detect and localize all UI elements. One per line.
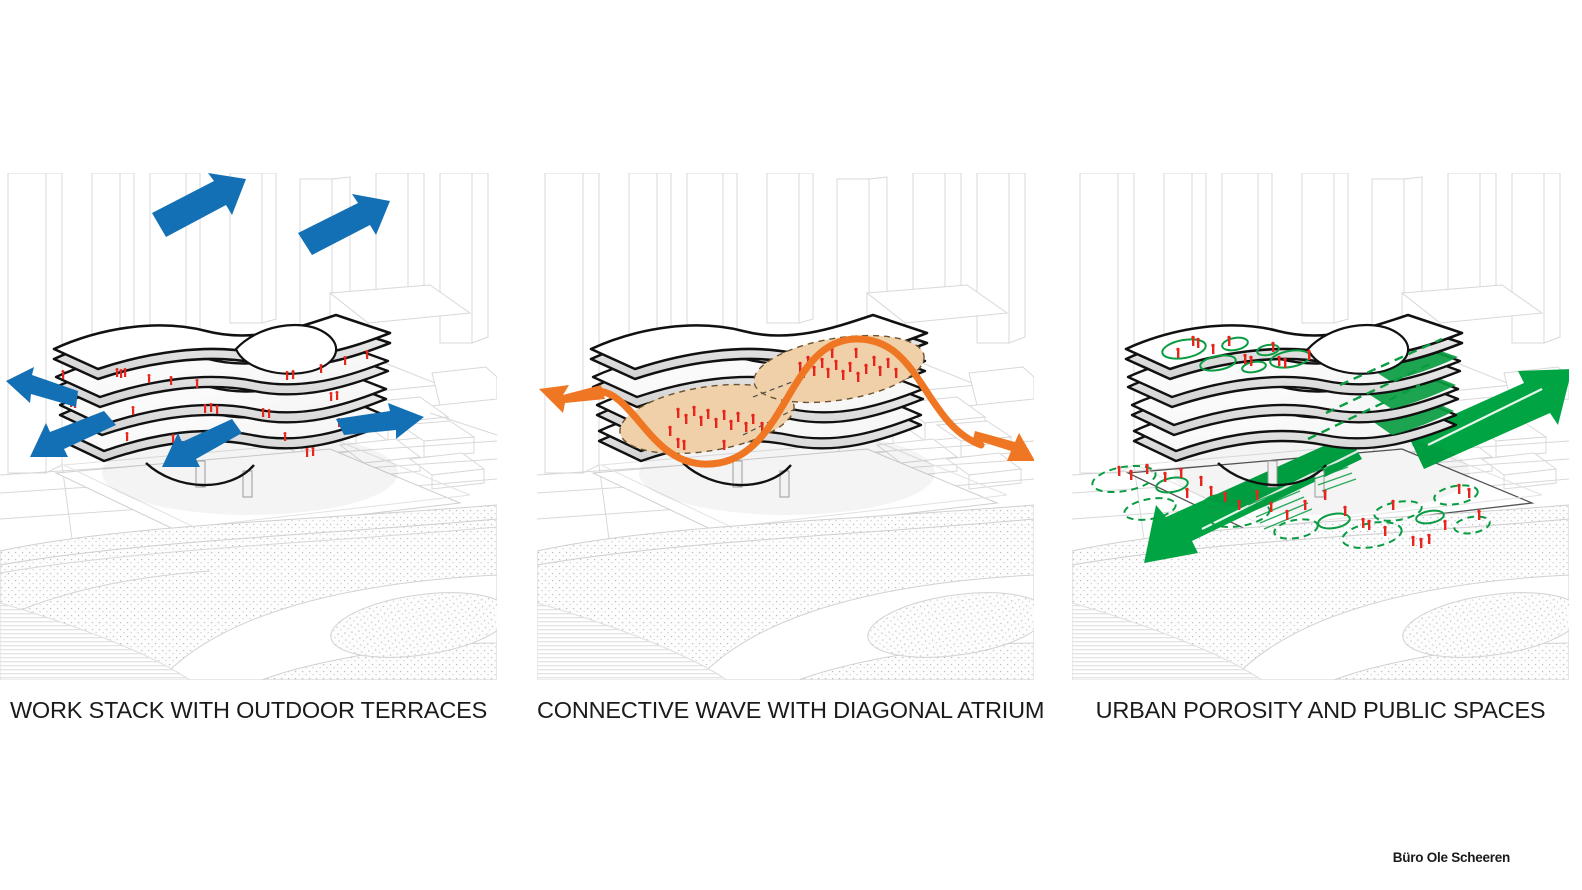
ground-public-spaces <box>1091 460 1491 549</box>
arrow-east <box>336 403 424 439</box>
arrow-west <box>6 367 78 407</box>
underside-void <box>682 462 792 487</box>
panel-3-artwork <box>1072 173 1569 680</box>
arrow-southwest <box>30 411 116 457</box>
arrow-south <box>162 419 242 467</box>
roof-courtyard-void <box>234 323 338 375</box>
view-arrows <box>6 173 424 467</box>
green-arrow-southwest <box>1144 435 1362 563</box>
floor-plate-1-roof <box>1124 313 1464 381</box>
caption-urban-porosity: URBAN POROSITY AND PUBLIC SPACES <box>1095 697 1546 723</box>
caption-connective-wave: CONNECTIVE WAVE WITH DIAGONAL ATRIUM <box>537 697 1045 723</box>
people-lower-atrium <box>668 405 764 450</box>
park-ground <box>0 504 497 680</box>
floor-plate-1-roof <box>52 313 392 381</box>
panel-2-artwork <box>537 173 1034 680</box>
panel-1-artwork <box>0 173 497 680</box>
arrow-north <box>152 173 246 237</box>
wave-arrow-east <box>973 431 1034 461</box>
underside-void <box>1217 462 1327 487</box>
studio-logo: Büro Ole Scheeren <box>1392 850 1511 865</box>
panel-urban-porosity[interactable] <box>1072 173 1569 680</box>
park-ground <box>537 504 1034 680</box>
roof-gardens <box>1161 335 1311 374</box>
people-figures <box>668 347 898 450</box>
panel-connective-wave[interactable] <box>537 173 1034 680</box>
roof-courtyard-void <box>1306 323 1410 375</box>
wave-arrow-west <box>539 385 605 413</box>
porosity-corridor-ground <box>1144 369 1569 563</box>
green-arrow-northeast <box>1408 369 1569 469</box>
panel-work-stack[interactable] <box>0 173 497 680</box>
wave-curve <box>589 335 985 468</box>
underside-void <box>145 462 255 487</box>
connective-wave <box>539 335 1034 468</box>
park-ground <box>1072 504 1569 680</box>
caption-work-stack: WORK STACK WITH OUTDOOR TERRACES <box>9 697 488 723</box>
interior-green-route <box>1307 337 1443 441</box>
arrow-northeast <box>298 194 390 255</box>
